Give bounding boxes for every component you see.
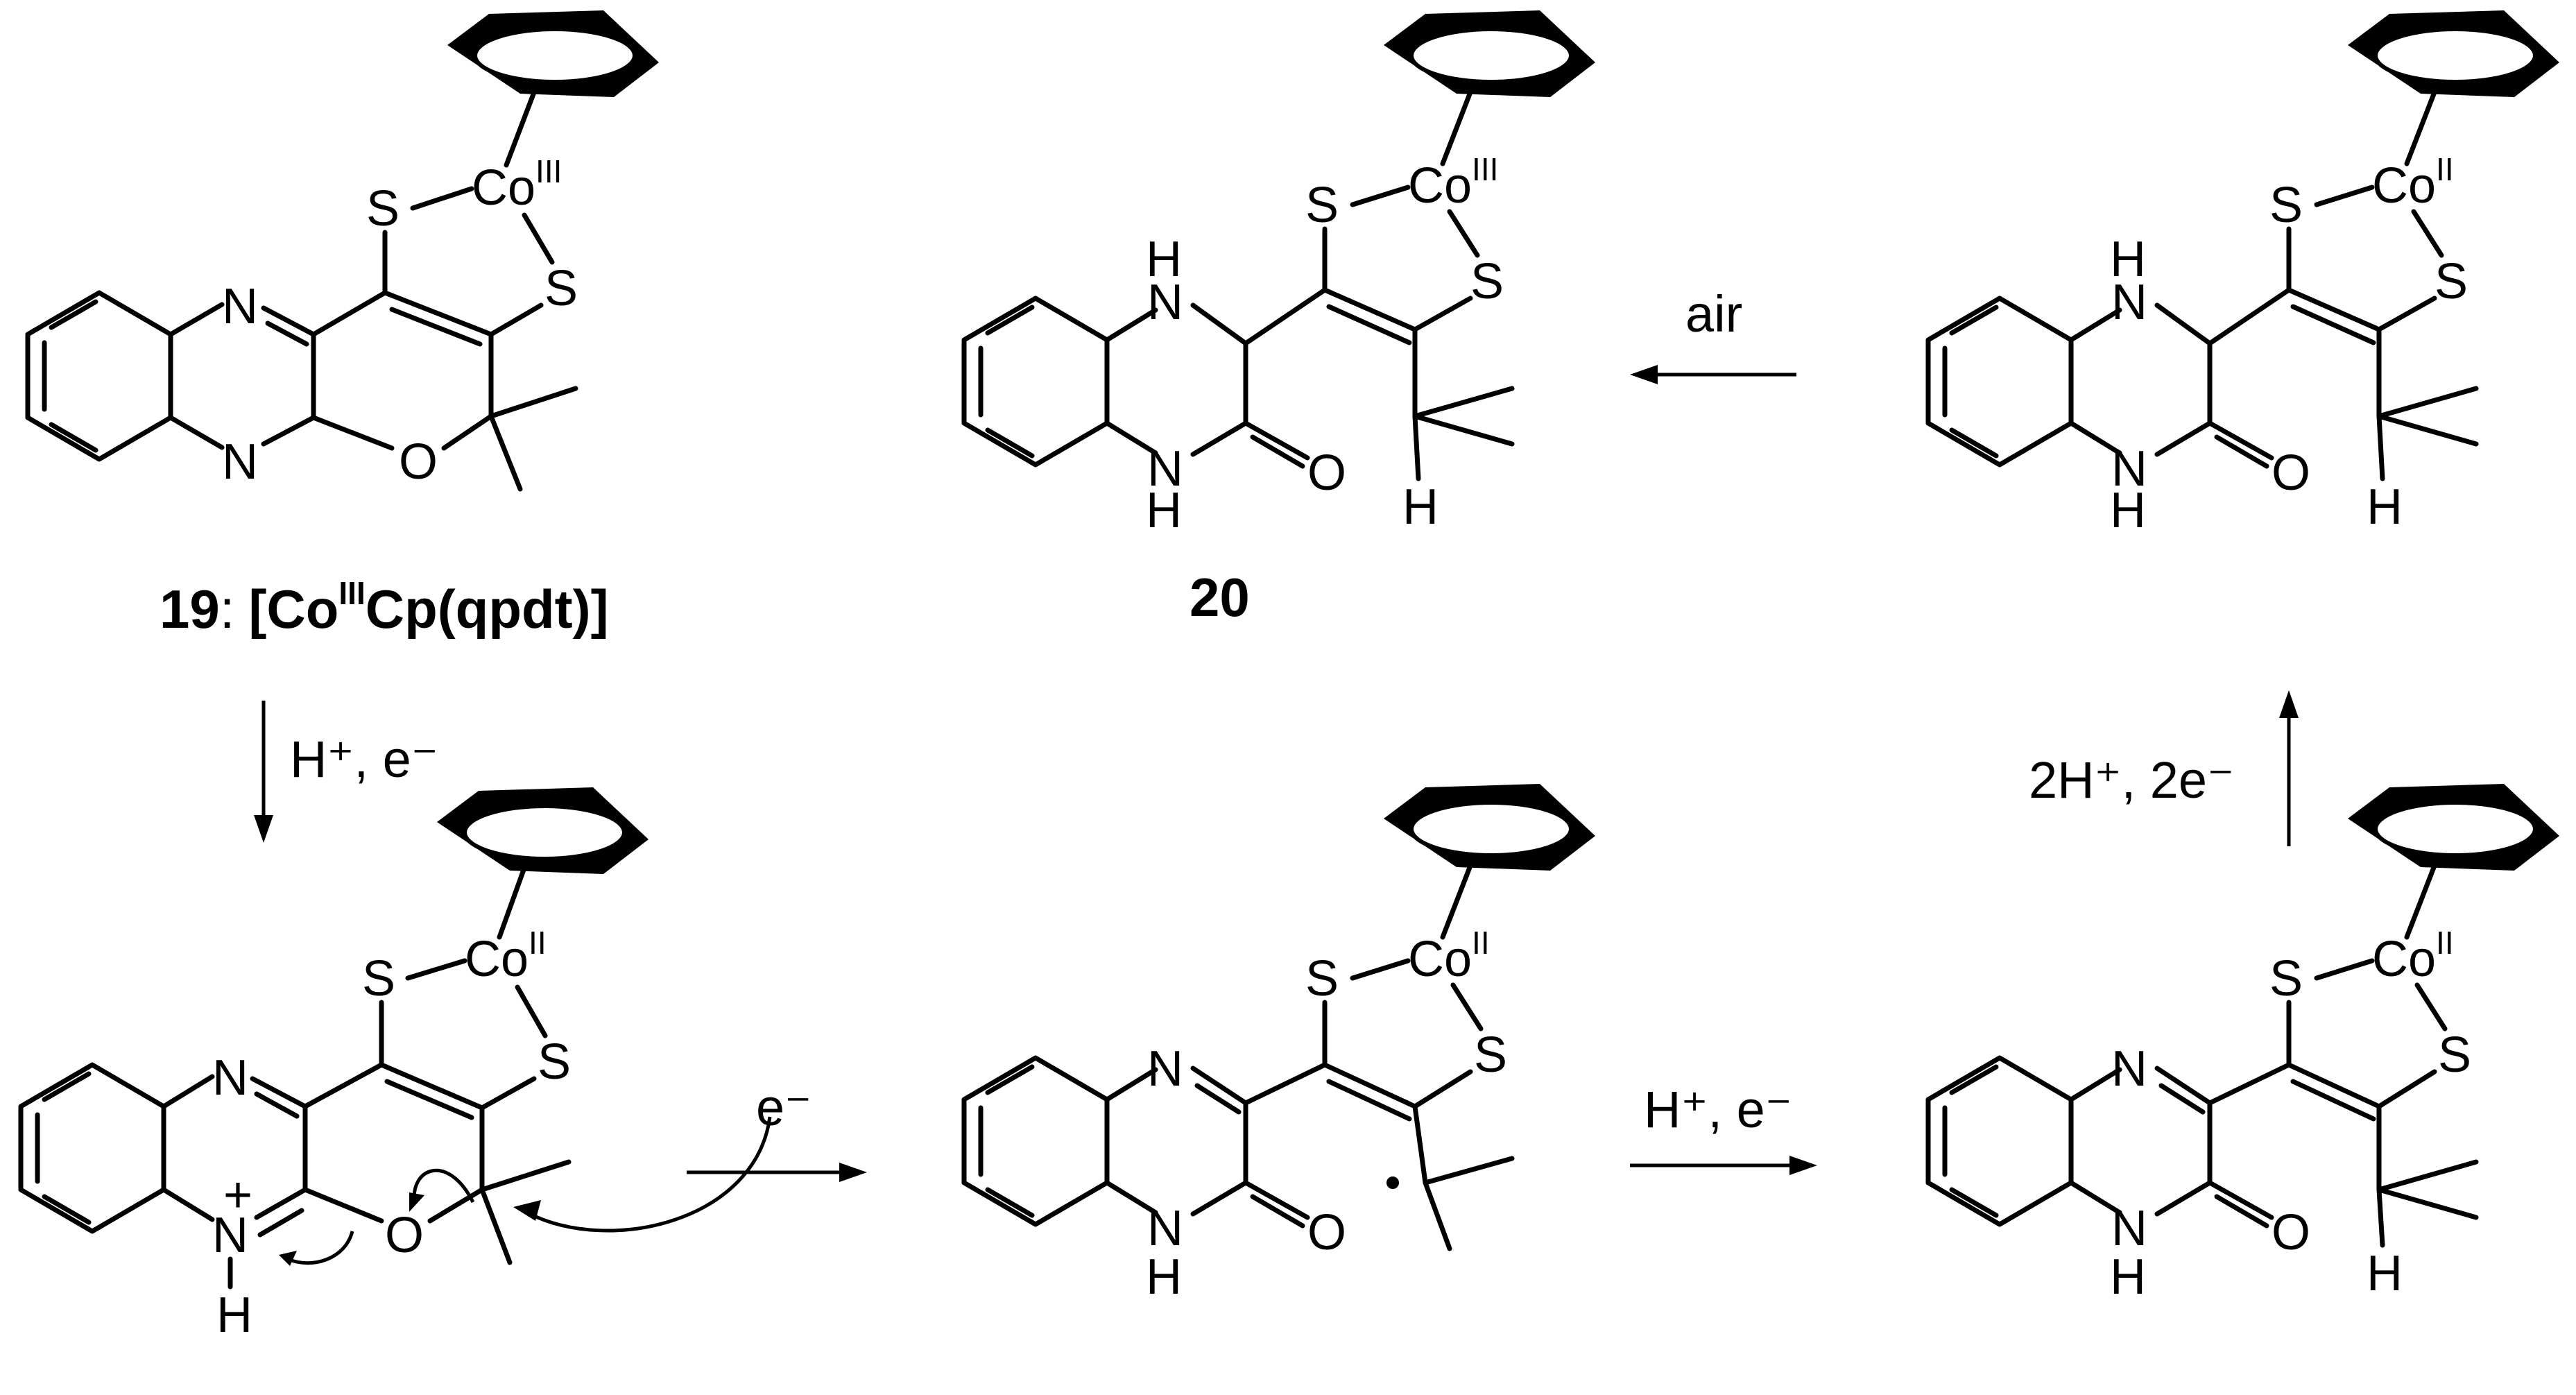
arrowhead [279,1251,297,1266]
condition-step2: e⁻ [756,1079,812,1136]
s-atom: S [366,181,400,237]
s-atom: S [538,1034,571,1090]
s-atom: S [2435,254,2468,309]
h-atom: H [1146,1249,1182,1305]
compound-coII-dihydro: H N N H O H S S CoII [1928,10,2559,538]
o-atom: O [2272,445,2310,501]
co-atom: CoII [1408,925,1490,987]
o-atom: O [385,1208,424,1263]
co-atom: CoII [2372,925,2454,987]
h-atom: H [2367,479,2403,535]
h-atom: H [1146,232,1182,287]
arrowhead [409,1192,424,1212]
compound-label-20: 20 [1190,567,1250,628]
arrow-step2 [513,1116,867,1233]
compound-label-19: 19:[CoIIICp(qpdt)] [160,575,609,640]
s-atom: S [362,951,395,1007]
h-atom: H [1146,483,1182,538]
n-atom: N [2111,1201,2147,1256]
arrow-step5 [1630,365,1796,384]
h-atom: H [2367,1246,2403,1301]
h-atom: H [2110,1249,2146,1305]
s-atom: S [1305,951,1339,1007]
condition-step4: 2H⁺, 2e⁻ [2029,751,2234,809]
h-atom: H [2110,232,2146,287]
arrow-step1 [254,701,273,843]
condition-step3: H⁺, e⁻ [1644,1081,1792,1138]
compound-coII-hydro: N N H O H S S CoII [1928,784,2559,1305]
n-atom: N [212,1050,248,1106]
o-atom: O [2272,1205,2310,1260]
n-atom: N [1147,275,1183,330]
curved-arrow [412,1168,475,1204]
curved-arrow [287,1231,354,1265]
n-atom: N [2111,275,2147,330]
co-atom: CoIII [472,153,562,216]
compound-19: N N O S S CoIII [28,10,659,492]
co-atom: CoIII [1408,151,1498,214]
s-atom: S [544,261,578,316]
plus-charge: + [223,1167,252,1223]
s-atom: S [1305,178,1339,233]
n-atom: N [1147,1041,1183,1097]
s-atom: S [1474,1027,1507,1083]
n-atom: N [2111,441,2147,497]
h-atom: H [2110,483,2146,538]
compound-20: H N N H O H S S CoIII [964,10,1595,538]
arrow-step4 [2279,690,2299,846]
compound-radical: N N H O S S CoII [964,784,1595,1305]
radical-dot [1386,1176,1399,1189]
o-atom: O [1307,1205,1346,1260]
h-atom: H [1402,479,1439,535]
n-atom: N [1147,441,1183,497]
s-atom: S [2269,178,2303,233]
s-atom: S [2438,1027,2471,1083]
condition-step1: H⁺, e⁻ [290,730,438,788]
n-atom: N [1147,1201,1183,1256]
s-atom: S [2269,951,2303,1007]
compound-protonated: N N + H O S S CoII [21,787,649,1343]
n-atom: N [212,1208,248,1263]
arrow-step3 [1630,1156,1817,1175]
n-atom: N [222,434,258,490]
co-atom: CoII [465,925,547,987]
s-atom: S [1470,254,1504,309]
n-atom: N [2111,1041,2147,1097]
o-atom: O [1307,445,1346,501]
h-atom: H [216,1287,252,1343]
condition-step5: air [1685,285,1742,343]
co-atom: CoII [2372,151,2454,214]
o-atom: O [399,434,438,490]
n-atom: N [222,279,258,334]
